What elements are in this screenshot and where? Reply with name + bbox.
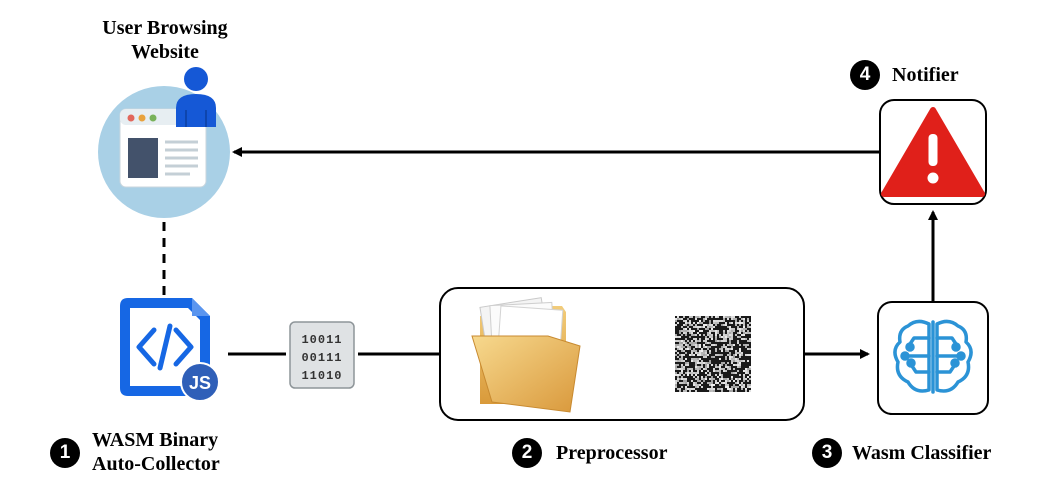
binary-row-1: 10011 bbox=[301, 333, 342, 347]
step-badge-4: 4 bbox=[850, 60, 880, 90]
user-browsing-node bbox=[98, 67, 230, 218]
collector-label: WASM Binary Auto-Collector bbox=[92, 428, 220, 476]
user-label-line2: Website bbox=[131, 41, 199, 63]
preprocessor-label: Preprocessor bbox=[556, 442, 668, 464]
step-badge-3: 3 bbox=[812, 438, 842, 468]
js-badge-text: JS bbox=[189, 373, 211, 393]
collector-label-line2: Auto-Collector bbox=[92, 453, 220, 475]
preprocessor-node bbox=[439, 287, 805, 421]
user-label-line1: User Browsing bbox=[102, 17, 228, 39]
binary-row-3: 11010 bbox=[301, 369, 342, 383]
classifier-node bbox=[877, 301, 989, 415]
notifier-node bbox=[879, 99, 987, 205]
step-badge-1: 1 bbox=[50, 438, 80, 468]
binary-row-2: 00111 bbox=[301, 351, 342, 365]
step-badge-2: 2 bbox=[512, 438, 542, 468]
classifier-label: Wasm Classifier bbox=[852, 442, 992, 464]
warning-icon bbox=[881, 107, 985, 197]
binary-icon: 10011 00111 11010 bbox=[289, 321, 355, 389]
notifier-label: Notifier bbox=[892, 64, 959, 86]
noise-image-icon bbox=[675, 316, 751, 392]
brain-chip-icon bbox=[893, 319, 973, 394]
user-icon bbox=[176, 67, 216, 127]
collector-label-line1: WASM Binary bbox=[92, 429, 219, 451]
user-label: User Browsing Website bbox=[70, 16, 260, 64]
collector-node: JS bbox=[120, 298, 220, 402]
js-badge-icon: JS bbox=[180, 362, 220, 402]
folder-icon bbox=[471, 297, 581, 413]
